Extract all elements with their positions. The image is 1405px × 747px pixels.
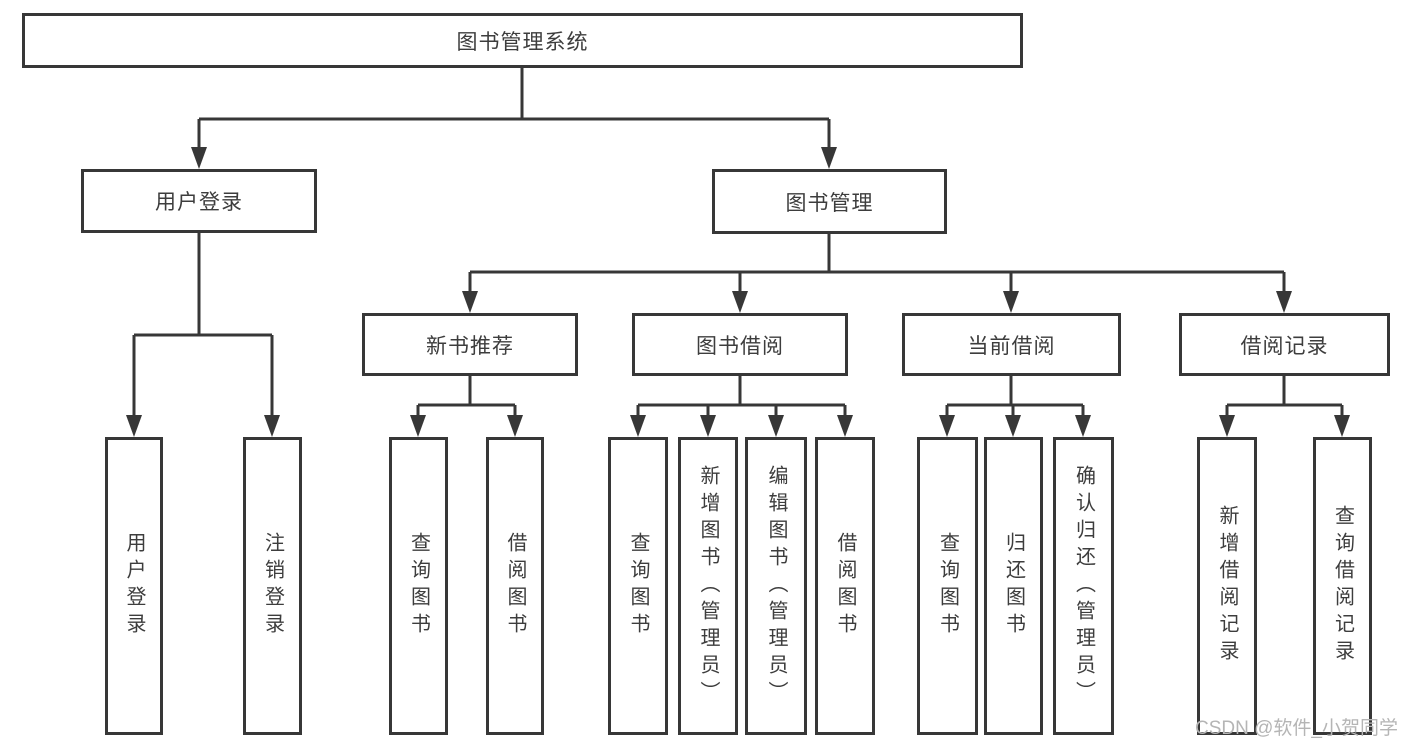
leaf-bb-query-books: 查询图书: [608, 437, 668, 735]
leaf-nbr-query-books: 查询图书: [389, 437, 448, 735]
csdn-watermark: CSDN @软件_小贺同学: [1195, 718, 1398, 739]
node-book-management: 图书管理: [712, 169, 947, 234]
node-borrowing-records: 借阅记录: [1179, 313, 1390, 376]
node-root-system: 图书管理系统: [22, 13, 1023, 68]
node-new-book-recommend: 新书推荐: [362, 313, 578, 376]
node-book-borrowing: 图书借阅: [632, 313, 848, 376]
node-current-borrowing: 当前借阅: [902, 313, 1121, 376]
leaf-cb-return-books: 归还图书: [984, 437, 1043, 735]
leaf-nbr-borrow-books: 借阅图书: [486, 437, 544, 735]
leaf-bb-borrow-books: 借阅图书: [815, 437, 875, 735]
leaf-cb-query-books: 查询图书: [917, 437, 978, 735]
leaf-logout: 注销登录: [243, 437, 302, 735]
node-user-login: 用户登录: [81, 169, 317, 233]
leaf-bb-add-books-admin: 新增图书（管理员）: [678, 437, 738, 735]
leaf-br-add-record: 新增借阅记录: [1197, 437, 1257, 735]
leaf-user-login: 用户登录: [105, 437, 163, 735]
arrowheads: [126, 147, 1350, 437]
leaf-cb-confirm-return-admin: 确认归还（管理员）: [1053, 437, 1114, 735]
leaf-br-query-record: 查询借阅记录: [1313, 437, 1372, 735]
leaf-bb-edit-books-admin: 编辑图书（管理员）: [745, 437, 807, 735]
